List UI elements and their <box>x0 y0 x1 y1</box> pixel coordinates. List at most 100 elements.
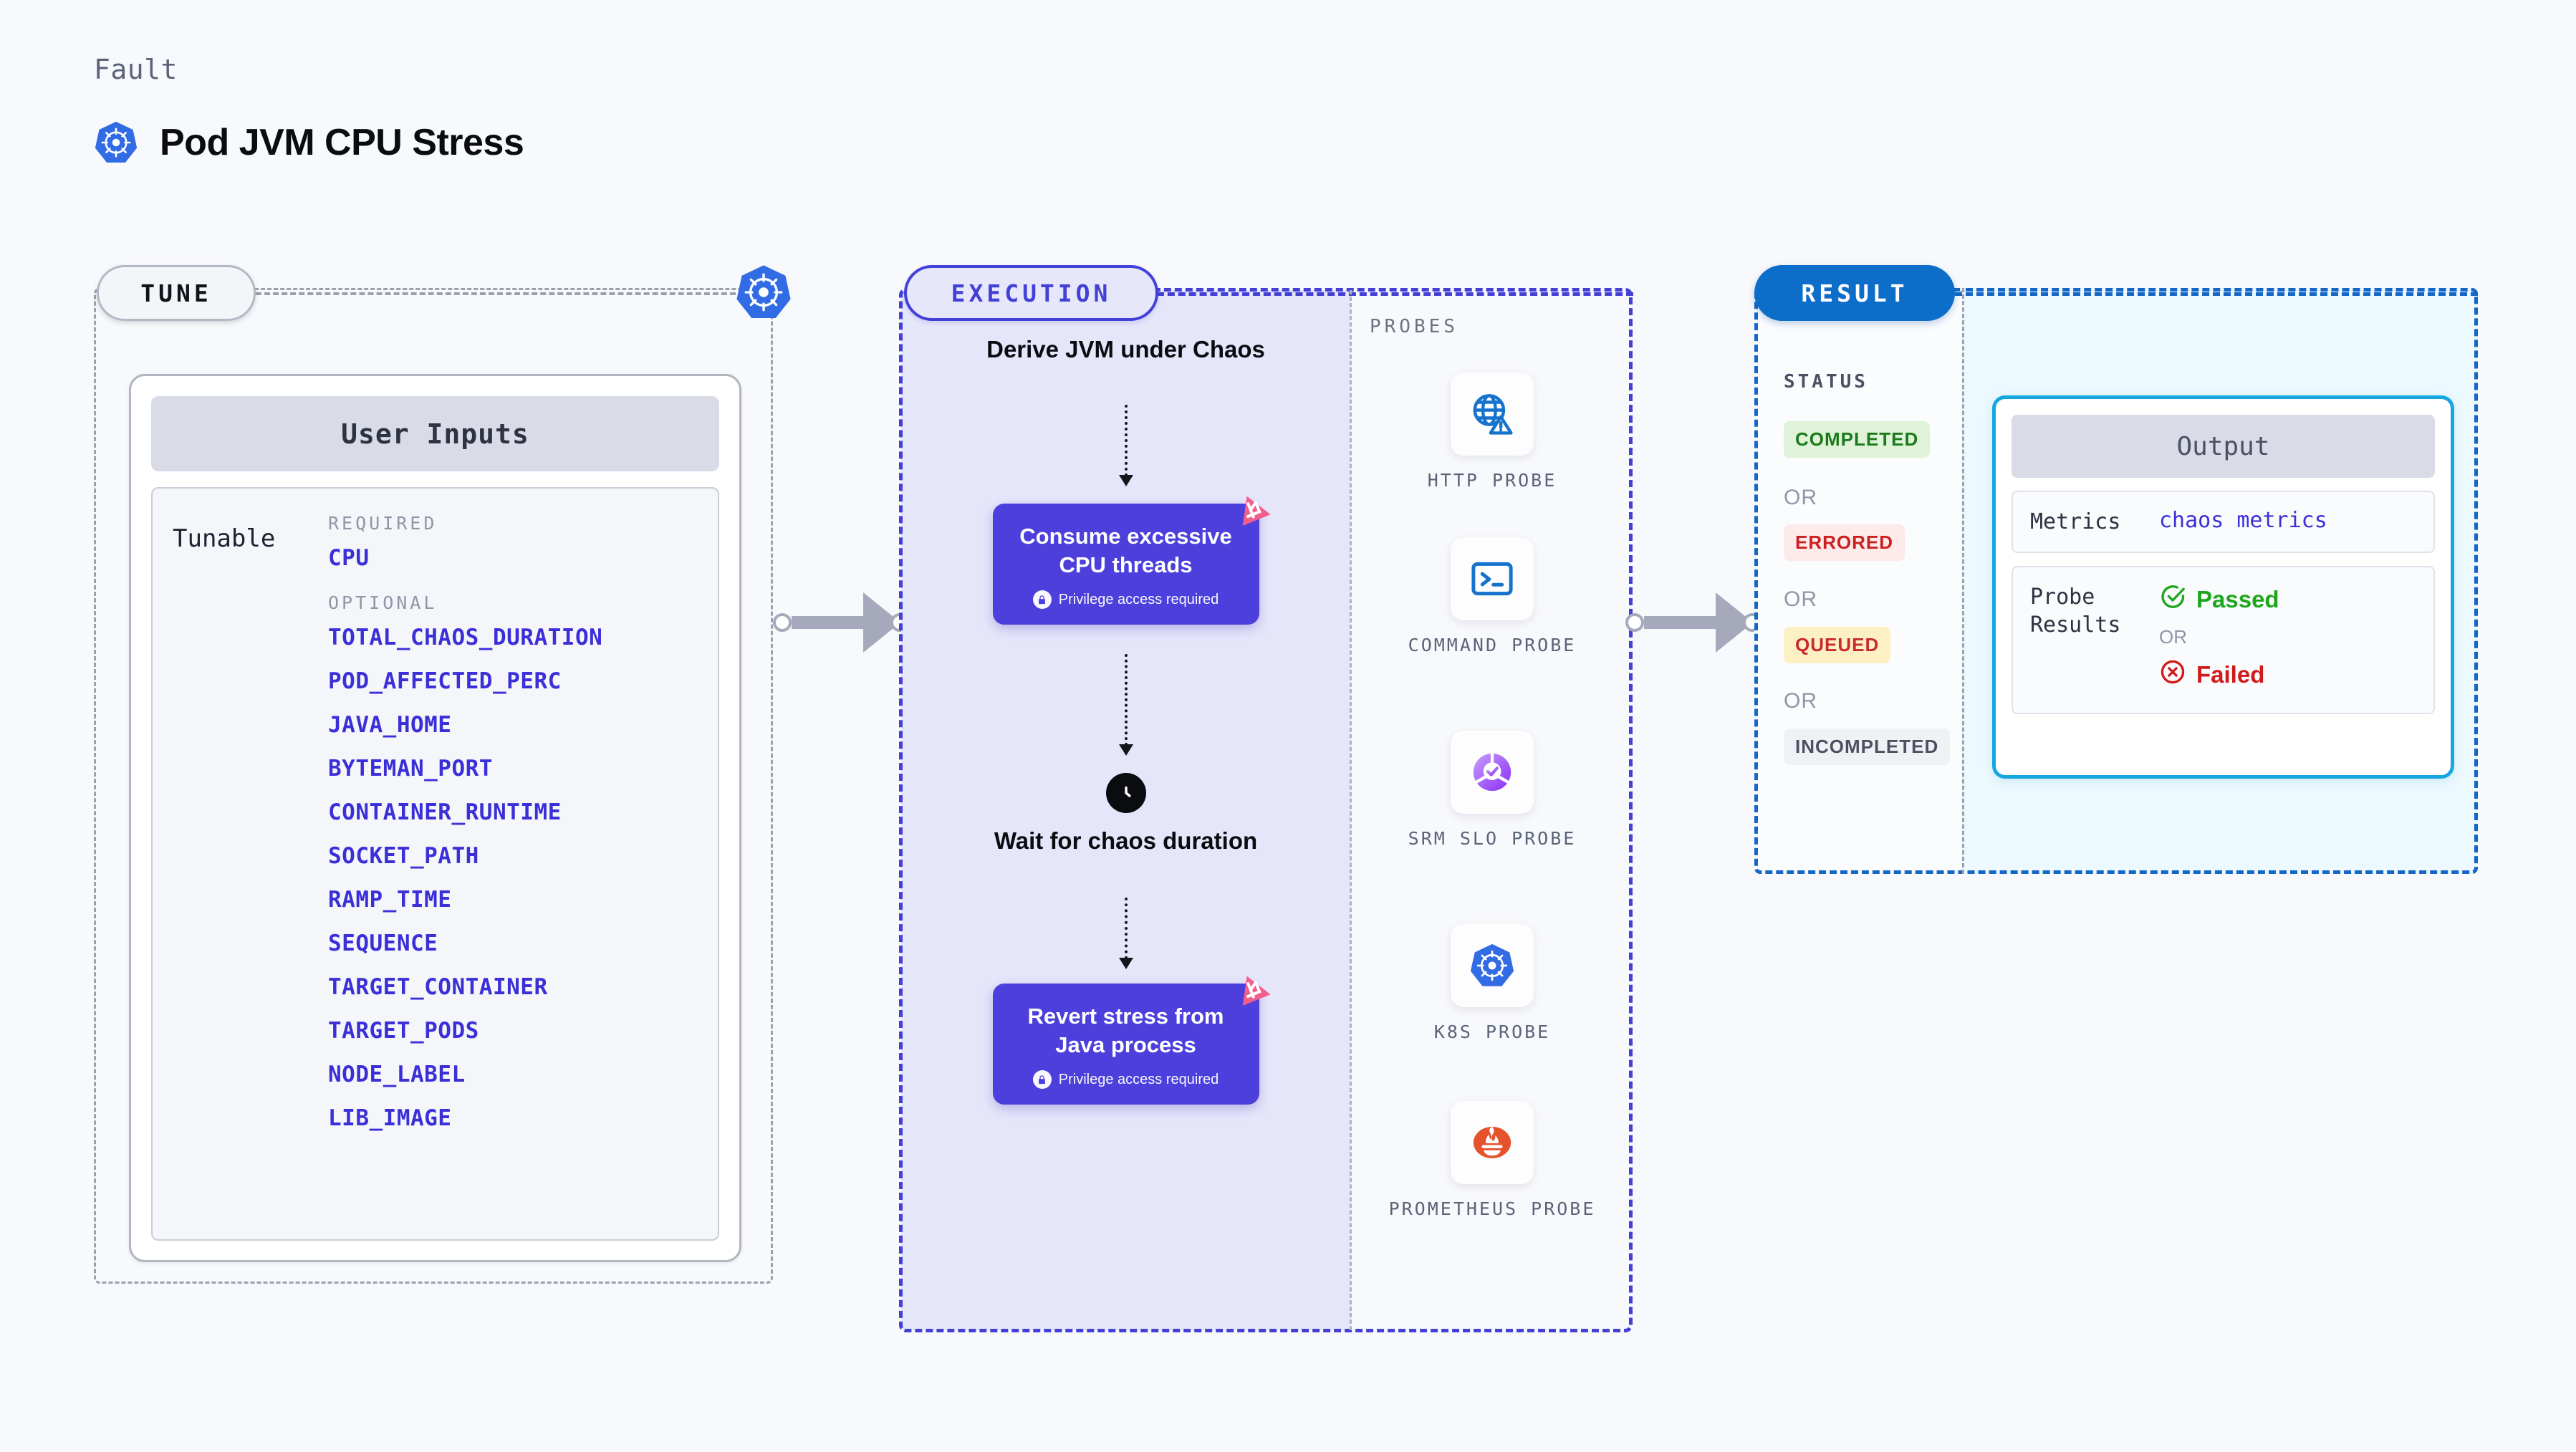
flow-arrow-3 <box>1124 898 1128 959</box>
lock-icon <box>1032 1070 1052 1090</box>
flow-card-revert-stress[interactable]: Revert stress from Java process Privileg… <box>992 976 1271 1105</box>
flow-card-consume-cpu[interactable]: Consume excessive CPU threads Privilege … <box>992 496 1271 625</box>
probe-command[interactable]: COMMAND PROBE <box>1354 537 1630 658</box>
status-or-3: OR <box>1784 689 1817 713</box>
srm-slo-icon <box>1451 731 1534 814</box>
tunable-sequence[interactable]: SEQUENCE <box>328 931 438 956</box>
litmus-icon <box>1232 489 1272 533</box>
privilege-note-text: Privilege access required <box>1058 591 1219 607</box>
flow-arrowhead-3 <box>1118 958 1133 969</box>
output-metrics-row: Metrics chaos metrics <box>2012 491 2435 553</box>
flow-arrowhead-2 <box>1118 744 1133 756</box>
output-probe-values: Passed OR Failed <box>2159 583 2279 691</box>
flow-card-title: Consume excessive CPU threads <box>1019 524 1232 577</box>
connector-bar <box>792 616 863 629</box>
execution-connector-line <box>1157 292 1633 296</box>
group-heading-optional: OPTIONAL <box>328 592 438 613</box>
user-inputs-body: Tunable REQUIRED CPU OPTIONAL TOTAL_CHAO… <box>151 487 719 1241</box>
page-eyebrow: Fault <box>94 54 178 85</box>
kubernetes-icon <box>94 120 138 165</box>
result-connector-line <box>1955 292 2478 296</box>
tunable-container-runtime[interactable]: CONTAINER_RUNTIME <box>328 799 562 825</box>
tunable-byteman-port[interactable]: BYTEMAN_PORT <box>328 756 493 782</box>
probe-http[interactable]: HTTP PROBE <box>1354 372 1630 493</box>
probe-label: K8S PROBE <box>1433 1021 1551 1042</box>
status-badge-incompleted: INCOMPLETED <box>1784 729 1951 765</box>
tunable-node-label[interactable]: NODE_LABEL <box>328 1062 466 1087</box>
connector-tune-to-execution <box>773 592 909 653</box>
result-badge[interactable]: RESULT <box>1754 265 1955 321</box>
connector-start-dot <box>773 613 792 632</box>
kubernetes-icon <box>1451 924 1534 1007</box>
output-title: Output <box>2012 415 2435 478</box>
status-badge-queued: QUEUED <box>1784 627 1891 663</box>
probe-verdict-or: OR <box>2159 626 2187 648</box>
flow-step-derive-jvm: Derive JVM under Chaos <box>986 336 1265 362</box>
user-inputs-card: User Inputs Tunable REQUIRED CPU OPTIONA… <box>129 374 741 1262</box>
tunable-list: REQUIRED CPU OPTIONAL TOTAL_CHAOS_DURATI… <box>328 509 718 1239</box>
tunable-ramp-time[interactable]: RAMP_TIME <box>328 887 452 913</box>
probe-verdict-failed: Failed <box>2159 658 2279 691</box>
tune-kubernetes-icon <box>735 264 792 324</box>
execution-badge[interactable]: EXECUTION <box>904 265 1158 321</box>
terminal-icon <box>1451 537 1534 620</box>
tune-section <box>94 288 773 1284</box>
litmus-icon <box>1232 969 1272 1013</box>
probe-label: PROMETHEUS PROBE <box>1388 1198 1596 1219</box>
output-card: Output Metrics chaos metrics Probe Resul… <box>1992 395 2454 779</box>
page-header: Pod JVM CPU Stress <box>94 120 524 165</box>
tunable-total-chaos-duration[interactable]: TOTAL_CHAOS_DURATION <box>328 625 603 650</box>
tunable-target-container[interactable]: TARGET_CONTAINER <box>328 974 548 1000</box>
output-probe-key: Probe Results <box>2030 585 2121 638</box>
tunable-socket-path[interactable]: SOCKET_PATH <box>328 843 479 869</box>
tunable-lib-image[interactable]: LIB_IMAGE <box>328 1105 452 1131</box>
output-probe-results-row: Probe Results Passed OR <box>2012 566 2435 714</box>
tunable-target-pods[interactable]: TARGET_PODS <box>328 1018 479 1044</box>
page-title: Pod JVM CPU Stress <box>160 122 524 163</box>
tune-badge[interactable]: TUNE <box>97 265 256 321</box>
globe-warning-icon <box>1451 372 1534 456</box>
status-or-2: OR <box>1784 587 1817 611</box>
probe-label: HTTP PROBE <box>1427 470 1557 491</box>
clock-icon <box>1105 773 1146 813</box>
probes-title: PROBES <box>1370 316 1458 337</box>
x-circle-icon <box>2159 658 2186 691</box>
privilege-note-text: Privilege access required <box>1058 1071 1219 1087</box>
tunable-row-label: Tunable <box>173 524 276 553</box>
privilege-note: Privilege access required <box>1007 590 1245 610</box>
flow-arrow-2 <box>1124 654 1128 746</box>
privilege-note: Privilege access required <box>1007 1070 1245 1090</box>
user-inputs-title: User Inputs <box>151 396 719 471</box>
probe-k8s[interactable]: K8S PROBE <box>1354 924 1630 1044</box>
tunable-pod-affected-perc[interactable]: POD_AFFECTED_PERC <box>328 668 562 694</box>
connector-execution-to-result <box>1625 592 1762 653</box>
flow-arrowhead-1 <box>1118 475 1133 486</box>
flow-card-title: Revert stress from Java process <box>1027 1004 1224 1057</box>
result-status-section <box>1754 288 1962 874</box>
connector-start-dot <box>1625 613 1644 632</box>
check-circle-icon <box>2159 583 2186 616</box>
probe-label: SRM SLO PROBE <box>1408 828 1577 849</box>
flow-arrow-1 <box>1124 405 1128 476</box>
tunable-java-home[interactable]: JAVA_HOME <box>328 712 452 738</box>
result-status-divider <box>1962 288 1964 874</box>
status-heading: STATUS <box>1784 371 1868 393</box>
status-badge-errored: ERRORED <box>1784 524 1905 561</box>
flow-step-wait-duration: Wait for chaos duration <box>994 827 1258 854</box>
output-metrics-key: Metrics <box>2030 509 2121 534</box>
status-badge-completed: COMPLETED <box>1784 421 1931 458</box>
tune-connector-line <box>256 292 736 295</box>
probe-verdict-label: Passed <box>2196 586 2279 612</box>
group-heading-required: REQUIRED <box>328 513 438 534</box>
probe-srm-slo[interactable]: SRM SLO PROBE <box>1354 731 1630 851</box>
tunable-cpu[interactable]: CPU <box>328 545 370 571</box>
probe-label: COMMAND PROBE <box>1408 635 1577 655</box>
status-or-1: OR <box>1784 486 1817 509</box>
output-metrics-value[interactable]: chaos metrics <box>2159 508 2327 533</box>
probe-prometheus[interactable]: PROMETHEUS PROBE <box>1354 1101 1630 1221</box>
probe-verdict-label: Failed <box>2196 661 2265 688</box>
probes-divider <box>1350 290 1352 1330</box>
lock-icon <box>1032 590 1052 610</box>
prometheus-icon <box>1451 1101 1534 1184</box>
